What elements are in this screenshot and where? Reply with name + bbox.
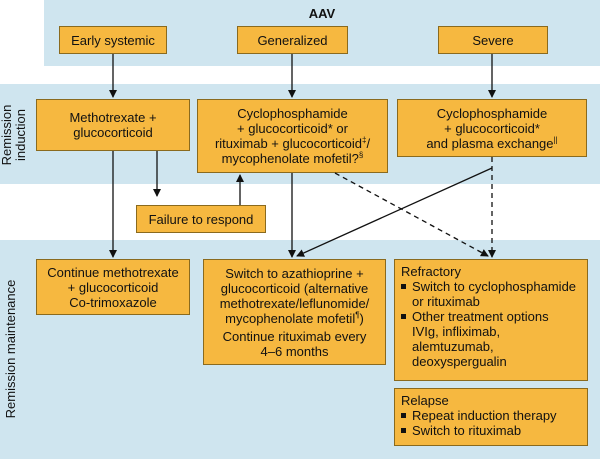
category-severe-label: Severe [472, 32, 514, 48]
induction-generalized-box: Cyclophosphamide + glucocorticoid* or ri… [197, 99, 388, 173]
refractory-item2-line3: alemtuzumab, [412, 339, 494, 354]
category-early-systemic: Early systemic [59, 26, 167, 54]
induction-generalized-line4a: mycophenolate mofetil? [221, 151, 359, 166]
category-severe: Severe [438, 26, 548, 54]
maintenance-generalized-line2: glucocorticoid (alternative [220, 280, 369, 296]
refractory-item2-line4: deoxyspergualin [412, 354, 507, 369]
refractory-title: Refractory [401, 264, 461, 279]
induction-severe-line3-sup: || [553, 135, 558, 145]
induction-severe-line2: + glucocorticoid* [444, 120, 540, 136]
induction-early-box: Methotrexate + glucocorticoid [36, 99, 190, 151]
relapse-list: Repeat induction therapy Switch to ritux… [401, 408, 581, 438]
relapse-item-switch: Switch to rituximab [401, 423, 581, 438]
relapse-box: Relapse Repeat induction therapy Switch … [394, 388, 588, 446]
category-generalized-label: Generalized [257, 32, 328, 48]
failure-to-respond-box: Failure to respond [136, 205, 266, 233]
maintenance-generalized-line4b: ) [359, 310, 364, 326]
maintenance-generalized-line4a: mycophenolate mofetil [225, 310, 356, 326]
induction-early-line1: Methotrexate + [69, 110, 157, 125]
maintenance-generalized-box: Switch to azathioprine + glucocorticoid … [203, 259, 386, 365]
diagram-title: AAV [308, 6, 336, 21]
induction-generalized-line3-sup: ‡ [361, 135, 367, 145]
refractory-box: Refractory Switch to cyclophosphamide or… [394, 259, 588, 381]
induction-severe-line3: and plasma exchange|| [426, 136, 557, 151]
induction-generalized-line4-sup: § [358, 150, 364, 160]
maintenance-early-line2: + glucocorticoid [67, 279, 159, 295]
maintenance-early-line1: Continue methotrexate [47, 264, 179, 280]
arrow-generalized-to-refractory-dashed [334, 172, 489, 257]
induction-generalized-line4: mycophenolate mofetil?§ [222, 151, 364, 166]
relapse-item-repeat: Repeat induction therapy [401, 408, 581, 423]
induction-generalized-line3: rituximab + glucocorticoid‡/ [215, 136, 370, 151]
maintenance-generalized-line6: 4–6 months [260, 343, 329, 359]
refractory-item2-line1: Other treatment options [412, 309, 549, 324]
category-early-label: Early systemic [71, 32, 155, 48]
induction-early-line2: glucocorticoid [73, 125, 153, 140]
induction-generalized-line3a: rituximab + glucocorticoid [214, 136, 362, 151]
maintenance-generalized-line3: methotrexate/leflunomide/ [219, 295, 370, 311]
maintenance-early-box: Continue methotrexate + glucocorticoid C… [36, 259, 190, 315]
induction-generalized-line1: Cyclophosphamide [237, 106, 348, 121]
relapse-title: Relapse [401, 393, 449, 408]
induction-generalized-line3b: / [366, 136, 371, 151]
induction-generalized-line2: + glucocorticoid* or [237, 121, 348, 136]
arrow-severe-induction-to-maintenance [296, 167, 493, 257]
induction-severe-line3-text: and plasma exchange [426, 135, 554, 151]
refractory-item-other-options: Other treatment options IVIg, infliximab… [401, 309, 581, 369]
category-generalized: Generalized [237, 26, 348, 54]
failure-to-respond-label: Failure to respond [148, 211, 254, 227]
refractory-item1-line2: or rituximab [412, 294, 480, 309]
maintenance-early-line3: Co-trimoxazole [69, 294, 157, 310]
maintenance-generalized-line4: mycophenolate mofetil¶) [225, 311, 364, 326]
maintenance-generalized-line4-sup: ¶ [355, 310, 360, 320]
refractory-item2-line2: IVIg, infliximab, [412, 324, 501, 339]
induction-severe-line1: Cyclophosphamide [436, 105, 548, 121]
refractory-item1-line1: Switch to cyclophosphamide [412, 279, 577, 294]
maintenance-generalized-line5: Continue rituximab every [222, 328, 367, 344]
refractory-item-switch: Switch to cyclophosphamide or rituximab [401, 279, 581, 309]
refractory-list: Switch to cyclophosphamide or rituximab … [401, 279, 581, 369]
maintenance-generalized-line1: Switch to azathioprine + [225, 265, 364, 281]
induction-severe-box: Cyclophosphamide + glucocorticoid* and p… [397, 99, 587, 157]
